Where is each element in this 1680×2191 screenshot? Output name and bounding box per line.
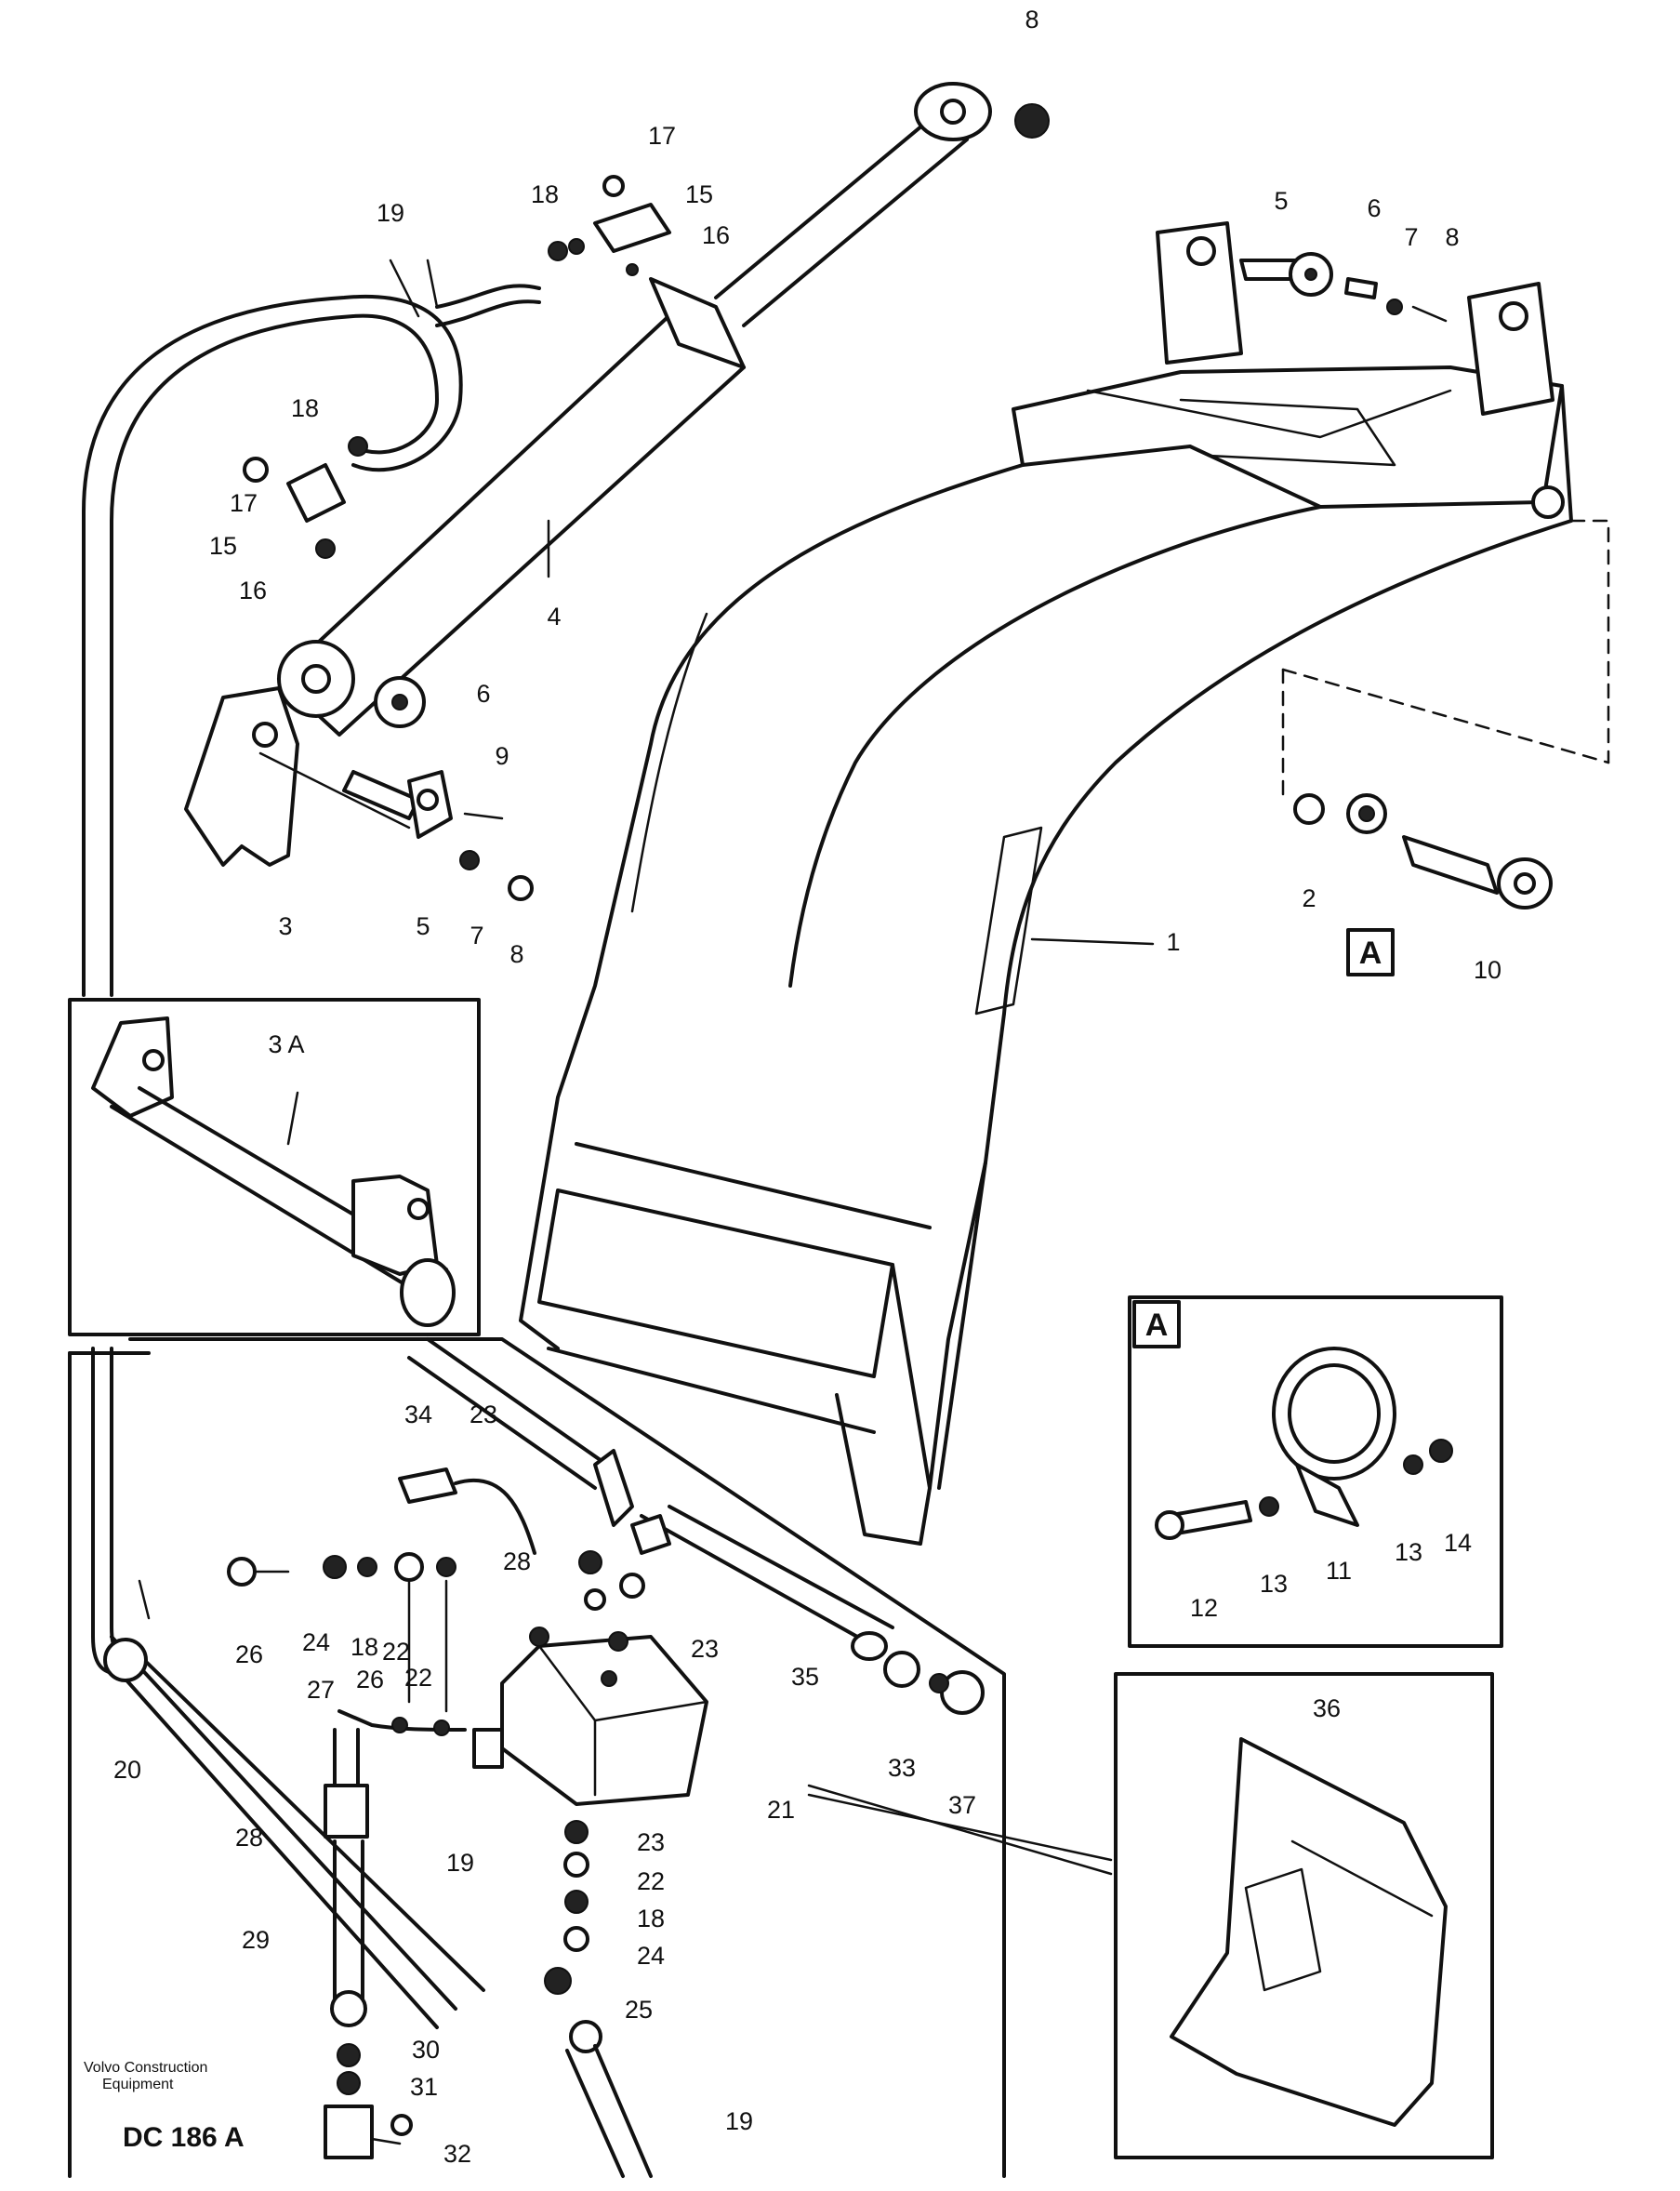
detail-marker-a	[1346, 928, 1395, 976]
hydraulic-hose-loop	[82, 259, 541, 997]
callout-label: 22	[382, 1638, 410, 1666]
callout-label: 20	[113, 1756, 141, 1784]
callout-label: 19	[377, 199, 404, 227]
callout-label: 35	[791, 1663, 819, 1691]
callout-label: 29	[242, 1926, 270, 1954]
callout-label: 22	[637, 1867, 665, 1895]
pin-10-assembly	[1293, 793, 1553, 910]
detail-marker-a-text: A	[1359, 936, 1382, 971]
guard-plate-detail	[1114, 1672, 1494, 2159]
detail-box-a	[1128, 1295, 1503, 1648]
bracket-3	[184, 676, 534, 901]
lower-hydraulic-section	[68, 1337, 1113, 2178]
callout-label: 19	[446, 1849, 474, 1877]
callout-label: 2	[1302, 884, 1316, 912]
callout-label: 8	[1025, 6, 1038, 33]
callout-label: 25	[625, 1996, 653, 2024]
callout-label: 28	[503, 1547, 531, 1575]
callout-label: 7	[470, 922, 483, 949]
callout-label: 1	[1166, 928, 1180, 956]
detail-box-a-tag	[1132, 1300, 1181, 1348]
brand-line-2: Equipment	[102, 2077, 174, 2092]
callout-label: 16	[702, 221, 730, 249]
callout-label: 26	[235, 1640, 263, 1668]
callout-label: 23	[637, 1828, 665, 1856]
callout-label: 24	[302, 1628, 330, 1656]
lift-cylinder	[277, 82, 992, 737]
callout-label: 5	[1274, 187, 1288, 215]
callout-label: 15	[685, 180, 713, 208]
brand-line-1: Volvo Construction	[84, 2060, 207, 2076]
callout-label: 8	[509, 940, 523, 968]
callout-label: 3	[278, 912, 292, 940]
callout-label: 28	[235, 1824, 263, 1852]
callout-label: 18	[291, 394, 319, 422]
callout-label: 22	[404, 1664, 432, 1692]
callout-label: 17	[230, 489, 258, 517]
callout-label: 26	[356, 1666, 384, 1693]
callout-label: 4	[547, 603, 561, 631]
callout-label: 19	[725, 2107, 753, 2135]
callout-label: 13	[1260, 1570, 1288, 1598]
callout-label: 33	[888, 1754, 916, 1782]
inset-3a-box	[68, 998, 481, 1336]
callout-label: 24	[637, 1942, 665, 1970]
callout-label: 34	[404, 1401, 432, 1428]
callout-label: 8	[1445, 223, 1459, 251]
callout-label: 23	[691, 1635, 719, 1663]
callout-label: 5	[416, 912, 430, 940]
callout-label: 30	[412, 2036, 440, 2064]
callout-label: 6	[1367, 194, 1381, 222]
fittings-top	[243, 103, 1050, 559]
callout-label: 32	[443, 2140, 471, 2168]
callout-label: 21	[767, 1796, 795, 1824]
callout-label: 12	[1190, 1594, 1218, 1622]
drawing-code: DC 186 A	[123, 2122, 245, 2153]
callout-label: 23	[470, 1401, 497, 1428]
callout-label: 6	[476, 680, 490, 708]
callout-label: 27	[307, 1676, 335, 1704]
callout-label: 15	[209, 532, 237, 560]
callout-label: 16	[239, 577, 267, 604]
detail-box-a-label: A	[1145, 1308, 1169, 1343]
callout-label: 13	[1395, 1538, 1422, 1566]
callout-label: 14	[1444, 1529, 1472, 1557]
callout-label: 18	[531, 180, 559, 208]
callout-label: 9	[495, 742, 509, 770]
callout-label: 10	[1474, 956, 1501, 984]
callout-label: 11	[1326, 1557, 1352, 1585]
callout-label: 17	[648, 122, 676, 150]
callout-label: 18	[351, 1633, 378, 1661]
callout-label: 3 A	[268, 1030, 304, 1058]
callout-label: 36	[1313, 1694, 1341, 1722]
callout-label: 18	[637, 1905, 665, 1932]
callout-label: 37	[948, 1791, 976, 1819]
callout-label: 7	[1404, 223, 1418, 251]
pin-assembly-top-right	[1239, 252, 1448, 323]
callout-label: 31	[410, 2073, 438, 2101]
lift-arm-frame	[519, 221, 1610, 1546]
